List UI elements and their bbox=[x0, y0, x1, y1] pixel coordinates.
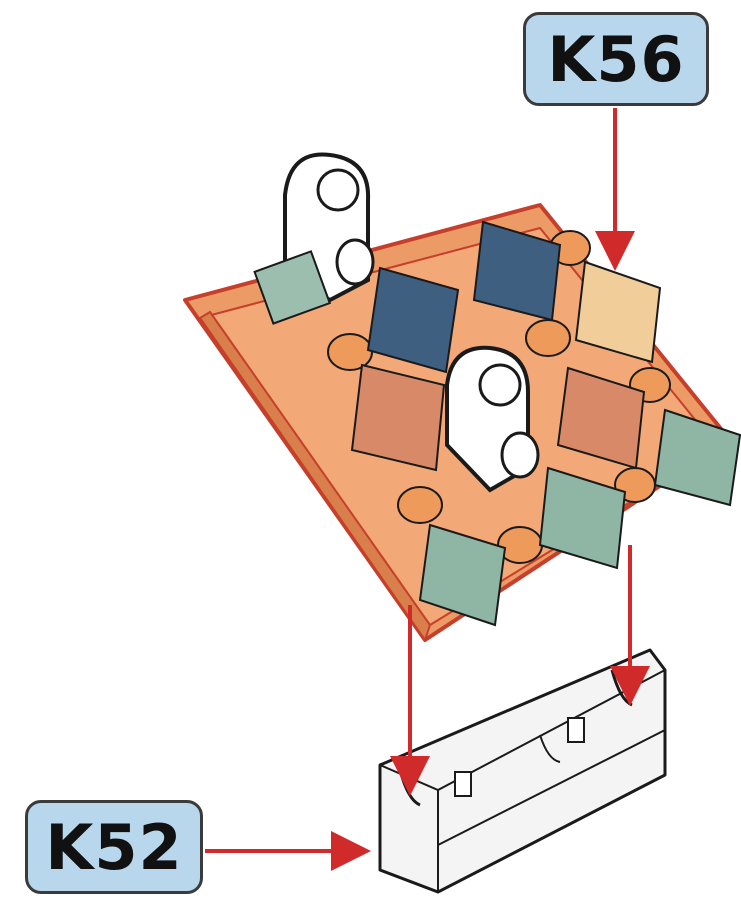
bracket-part bbox=[380, 650, 665, 892]
stud bbox=[398, 487, 442, 523]
part-label-k56: K56 bbox=[523, 12, 709, 106]
block-teal bbox=[655, 410, 740, 505]
block-salmon bbox=[352, 365, 444, 470]
part-label-k52: K52 bbox=[25, 800, 203, 894]
stud bbox=[526, 320, 570, 356]
plate-assembly bbox=[185, 155, 740, 641]
stud bbox=[328, 334, 372, 370]
